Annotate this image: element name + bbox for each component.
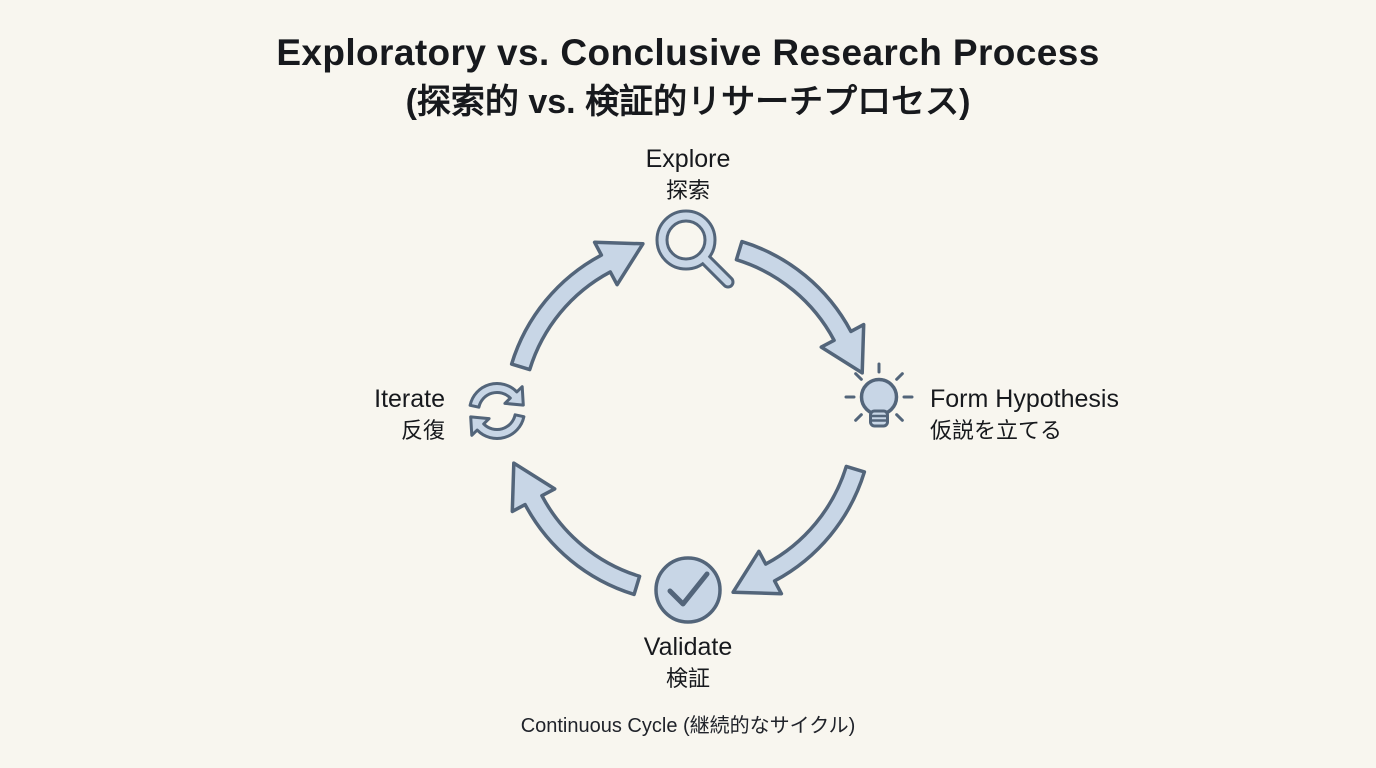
node-label-explore: Explore 探索 [538,145,838,204]
node-label-validate: Validate 検証 [538,633,838,692]
arrow-iterate-to-explore [509,240,645,372]
form-hypothesis-label-ja: 仮説を立てる [930,418,1063,443]
validate-label-ja: 検証 [665,666,710,691]
magnifier-icon [655,209,735,289]
arrow-hypothesis-to-validate [731,464,867,596]
title-line-english: Exploratory vs. Conclusive Research Proc… [276,32,1100,73]
explore-label-en: Explore [645,145,731,173]
checkmark-circle-icon [654,556,722,624]
validate-label-en: Validate [643,633,733,661]
node-label-iterate: Iterate 反復 [145,385,445,444]
lightbulb-icon [844,362,914,428]
form-hypothesis-label-en: Form Hypothesis [930,385,1119,413]
explore-label-ja: 探索 [665,178,710,203]
iterate-label-ja: 反復 [400,418,445,443]
refresh-icon [468,382,526,440]
page-title: Exploratory vs. Conclusive Research Proc… [0,30,1376,124]
arrow-explore-to-hypothesis [734,239,866,375]
iterate-label-en: Iterate [374,385,445,413]
caption: Continuous Cycle (継続的なサイクル) [520,715,856,737]
title-line-japanese: (探索的 vs. 検証的リサーチプロセス) [405,83,971,122]
node-label-form-hypothesis: Form Hypothesis 仮説を立てる [930,385,1119,444]
arrow-validate-to-iterate [510,461,642,597]
